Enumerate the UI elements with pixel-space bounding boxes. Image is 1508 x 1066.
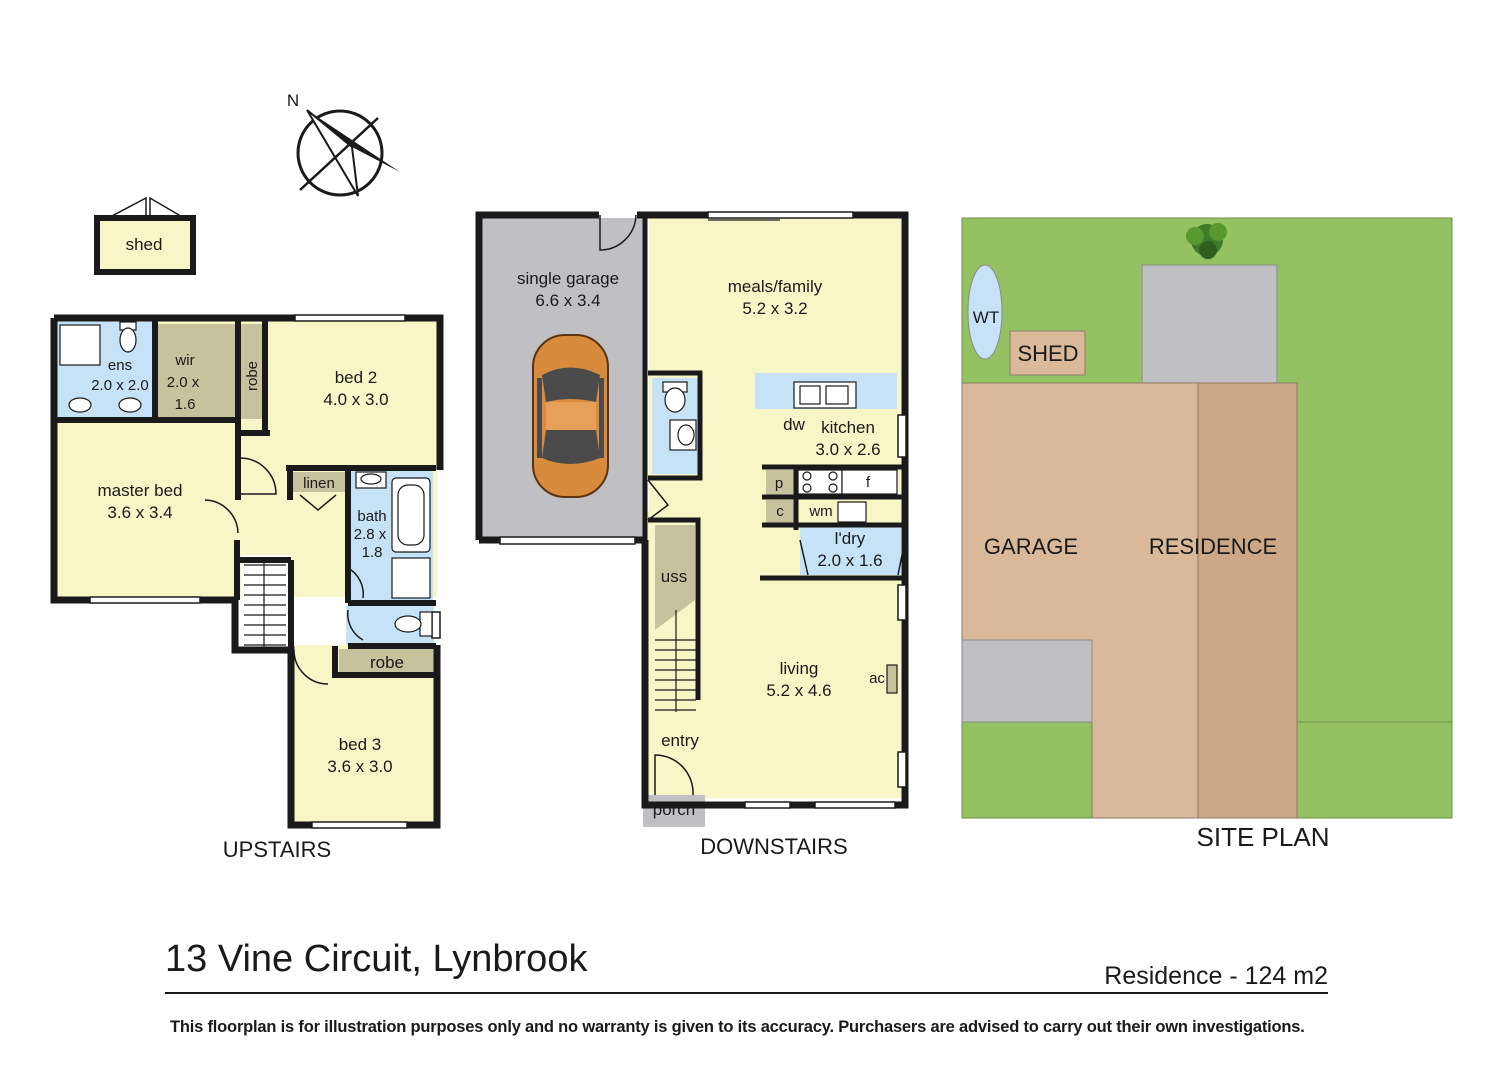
bath-dim-2: 1.8 xyxy=(362,544,383,561)
bath-label: bath xyxy=(357,508,386,525)
meals-label: meals/family xyxy=(728,277,823,296)
site-wt-label: WT xyxy=(973,308,999,327)
site-shed-label: SHED xyxy=(1017,341,1078,366)
downstairs-outer-walls xyxy=(475,211,909,809)
laundry-label: l'dry xyxy=(835,529,866,548)
ac-label: ac xyxy=(869,670,885,687)
title-rule xyxy=(165,992,1328,994)
upstairs-door-swings xyxy=(204,457,364,685)
ensuite-fixtures xyxy=(59,321,142,413)
kitchen-dim: 3.0 x 2.6 xyxy=(815,440,880,459)
laundry-fill xyxy=(800,525,901,575)
upstairs-stair-well xyxy=(241,555,291,650)
site-garage-label: GARAGE xyxy=(984,534,1078,559)
robe-bed3-label: robe xyxy=(370,653,404,672)
shed-label: shed xyxy=(126,235,163,254)
compass-needle-light xyxy=(306,109,359,197)
wir-fill xyxy=(157,324,235,417)
wm-label: wm xyxy=(808,503,832,520)
bed3-dim: 3.6 x 3.0 xyxy=(327,757,392,776)
kitchen-label: kitchen xyxy=(821,418,875,437)
upstairs-caption: UPSTAIRS xyxy=(223,837,331,862)
downstairs-caption: DOWNSTAIRS xyxy=(700,834,847,859)
linen-fill xyxy=(292,472,347,492)
robe-vertical-label: robe xyxy=(244,361,261,391)
uss-label: uss xyxy=(661,567,687,586)
compass: N xyxy=(287,91,400,197)
dw-label: dw xyxy=(783,415,805,434)
car-illustration xyxy=(532,334,609,498)
meals-dim: 5.2 x 3.2 xyxy=(742,299,807,318)
downstairs-windows xyxy=(499,211,907,809)
site-plan-caption: SITE PLAN xyxy=(1197,822,1330,852)
robe-vertical-fill xyxy=(238,324,265,419)
shed-doors xyxy=(107,196,185,219)
upstairs-plan: shed xyxy=(50,196,444,862)
wir-label: wir xyxy=(174,352,194,369)
site-water-tank xyxy=(967,264,1003,360)
site-plan: WT SHED GARAGE RESIDENCE SITE PLAN xyxy=(961,217,1453,852)
compass-north-label: N xyxy=(287,91,299,110)
site-driveway xyxy=(961,639,1093,723)
area-note: Residence - 124 m2 xyxy=(1104,962,1328,990)
wir-dim-1: 2.0 x xyxy=(167,374,200,391)
bed2-dim: 4.0 x 3.0 xyxy=(323,390,388,409)
downstairs-interior-walls xyxy=(642,215,905,700)
pantry-fill xyxy=(766,470,794,496)
entry-label: entry xyxy=(661,731,699,750)
kitchen-fixtures xyxy=(662,381,898,694)
fridge-label: f xyxy=(866,474,871,491)
downstairs-door-swings xyxy=(599,214,906,796)
address-title: 13 Vine Circuit, Lynbrook xyxy=(165,938,588,980)
garage-dim: 6.6 x 3.4 xyxy=(535,291,600,310)
ensuite-label: ens xyxy=(108,357,132,374)
site-paving-rear xyxy=(1141,264,1278,384)
cupboard-fill xyxy=(766,500,794,524)
upstairs-stairs xyxy=(244,560,286,648)
laundry-dim: 2.0 x 1.6 xyxy=(817,551,882,570)
bed2-label: bed 2 xyxy=(335,368,378,387)
porch-fill xyxy=(643,795,705,827)
cupboard-label: c xyxy=(776,503,784,520)
compass-cross-line xyxy=(299,117,379,191)
uss-fill xyxy=(655,525,695,630)
master-bed-dim: 3.6 x 3.4 xyxy=(107,503,172,522)
bath-fixtures xyxy=(355,471,433,637)
linen-label: linen xyxy=(303,475,335,492)
tree-icon xyxy=(1186,223,1227,259)
site-residence-roof xyxy=(1197,382,1298,819)
site-residence-label: RESIDENCE xyxy=(1149,534,1277,559)
bed3-label: bed 3 xyxy=(339,735,382,754)
master-bed-label: master bed xyxy=(97,481,182,500)
site-shed xyxy=(1009,330,1086,376)
wir-dim-2: 1.6 xyxy=(175,396,196,413)
pantry-label: p xyxy=(775,475,783,492)
garage-label: single garage xyxy=(517,269,619,288)
porch-label: porch xyxy=(653,800,696,819)
upstairs-windows xyxy=(89,314,441,829)
ensuite-dim: 2.0 x 2.0 xyxy=(91,377,149,394)
robe-bed3-fill xyxy=(339,649,434,673)
disclaimer-text: This floorplan is for illustration purpo… xyxy=(170,1018,1305,1036)
upstairs-outer-walls xyxy=(50,314,444,829)
living-label: living xyxy=(780,659,819,678)
compass-ring xyxy=(296,109,384,197)
downstairs-plan: single garage 6.6 x 3.4 meals/family 5.2… xyxy=(475,211,909,859)
bath-dim-1: 2.8 x xyxy=(354,526,387,543)
downstairs-stairs xyxy=(655,610,696,712)
shed-outline xyxy=(94,215,196,275)
living-dim: 5.2 x 4.6 xyxy=(766,681,831,700)
